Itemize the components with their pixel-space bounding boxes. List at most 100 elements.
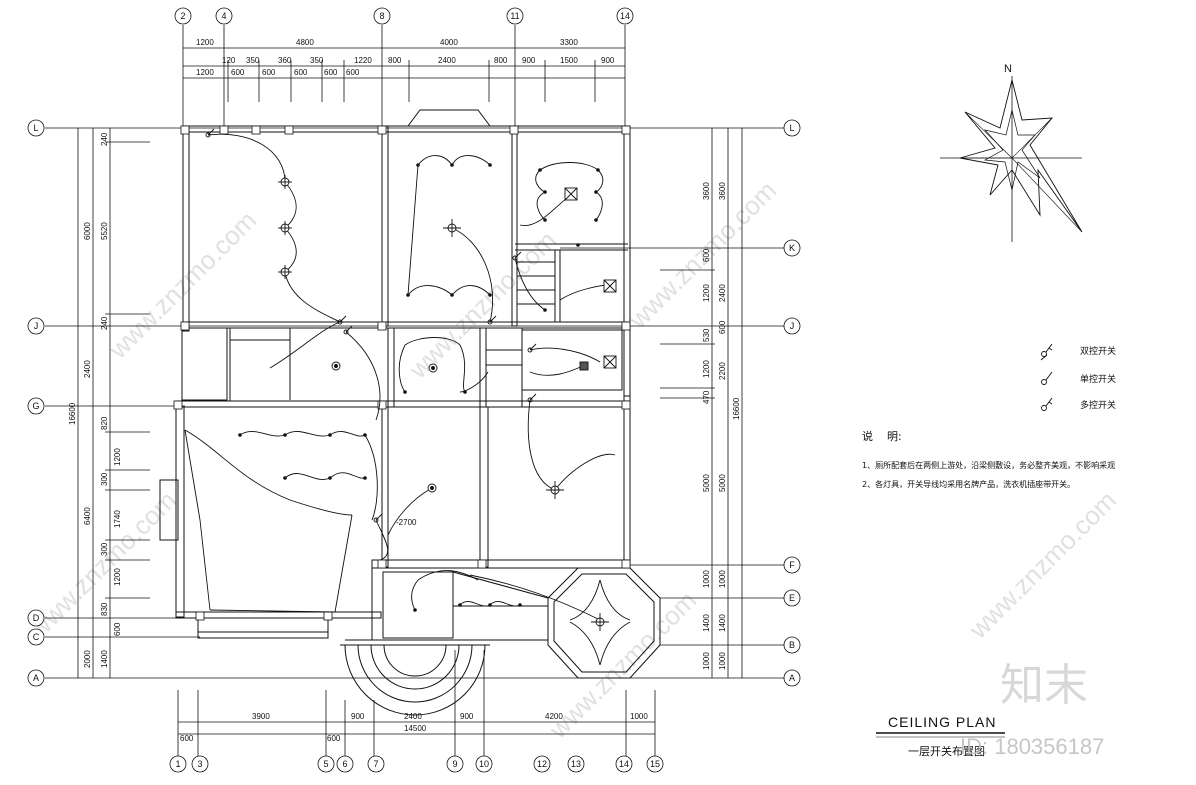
dim-bottom2-0: 600 <box>180 734 194 743</box>
grid-bottom-12: 12 <box>537 759 547 769</box>
dim-right-inner-4: 1200 <box>702 360 711 378</box>
dim-bottom1-2: 2400 <box>404 712 422 721</box>
dim-bottom1-0: 3900 <box>252 712 270 721</box>
grid-right-B: B <box>789 640 795 650</box>
elevation-note: -2700 <box>396 518 417 527</box>
grid-bottom-9: 9 <box>452 759 457 769</box>
floor-plan-walls <box>159 109 661 716</box>
grid-labels-left: L J G D C A <box>32 123 39 683</box>
grid-bubbles-left <box>27 119 45 687</box>
fixture-chandelier-5 <box>546 481 564 499</box>
legend-row-double: 双控开关 <box>1040 343 1116 361</box>
dim-left-outer-1: 2400 <box>83 360 92 378</box>
switch-symbol-4 <box>487 315 497 325</box>
grid-right-F: F <box>789 560 795 570</box>
grid-labels-bottom: 1 3 5 6 7 9 10 12 13 14 15 <box>175 759 660 769</box>
grid-bubbles-top <box>174 7 634 25</box>
grid-bottom-1: 1 <box>175 759 180 769</box>
grid-left-C: C <box>33 632 40 642</box>
dim-right-outer-1: 2400 <box>718 284 727 302</box>
watermark-site-4: www.znzmo.com <box>962 485 1122 645</box>
grid-right-K: K <box>789 243 795 253</box>
dim-top2-0: 120 <box>222 56 236 65</box>
dim-bottom1-5: 1000 <box>630 712 648 721</box>
dim-right-inner-6: 5000 <box>702 474 711 492</box>
dim-left-inner-7: 300 <box>100 542 109 556</box>
dim-left-inner-2: 240 <box>100 316 109 330</box>
exhaust-fan-1 <box>564 187 578 201</box>
grid-right-J: J <box>790 321 795 331</box>
wind-rose-outer <box>959 79 1083 233</box>
switch-symbol-2 <box>337 315 347 325</box>
title-chinese: 一层开关布置图 <box>908 744 985 758</box>
dim-right-inner-9: 1000 <box>702 652 711 670</box>
right-dimensions <box>660 128 743 678</box>
grid-bottom-14: 14 <box>619 759 629 769</box>
grid-right-A: A <box>789 673 795 683</box>
dim-top2-3: 350 <box>310 56 324 65</box>
dim-left-inner-8: 1200 <box>113 568 122 586</box>
dim-top2-1: 350 <box>246 56 260 65</box>
grid-labels-top: 2 4 8 11 14 <box>180 11 630 21</box>
notes: 说 明: 1、厕所配套后在两侧上游处，沿梁侧敷设，务必整齐美观，不影响采观 2、… <box>862 429 1115 489</box>
switch-symbol-1 <box>205 128 215 138</box>
fixture-dots <box>238 163 600 612</box>
north-arrow: N <box>940 63 1083 242</box>
dim-left-inner-6: 1740 <box>113 510 122 528</box>
dim-left-inner-0: 240 <box>100 132 109 146</box>
dim-right-inner-8: 1400 <box>702 614 711 632</box>
switch-symbol-3 <box>343 325 353 335</box>
fixture-chandelier-1 <box>278 175 292 189</box>
multi-switch-icon <box>1041 397 1053 411</box>
dim-bottom1-1: 900 <box>351 712 365 721</box>
dim-right-outer-6: 1000 <box>718 570 727 588</box>
dim-left-inner-3: 820 <box>100 416 109 430</box>
grid-top-8: 8 <box>379 11 384 21</box>
switch-symbol-6 <box>527 393 537 403</box>
dim-top3-5: 600 <box>346 68 360 77</box>
left-dimensions <box>77 128 150 678</box>
legend-label-double: 双控开关 <box>1080 345 1116 357</box>
grid-left-L: L <box>33 123 38 133</box>
exhaust-fan-3 <box>603 355 617 369</box>
grid-left-D: D <box>33 613 40 623</box>
right-dimension-labels: 3600 600 1200 530 1200 470 5000 1000 140… <box>702 182 741 670</box>
grid-right-L: L <box>789 123 794 133</box>
dim-right-inner-1: 600 <box>702 248 711 262</box>
fixture-small-square <box>579 361 589 371</box>
dim-bottom1-3: 900 <box>460 712 474 721</box>
dim-right-outer-3: 2200 <box>718 362 727 380</box>
fixture-chandelier-6 <box>591 613 609 631</box>
grid-bottom-3: 3 <box>197 759 202 769</box>
plan-switches <box>205 128 537 523</box>
dim-top1-2: 4000 <box>440 38 458 47</box>
dim-right-outer-0: 3600 <box>718 182 727 200</box>
grid-bottom-15: 15 <box>650 759 660 769</box>
left-dimension-labels: 6000 2400 6400 2000 16600 240 5520 240 8… <box>68 132 122 668</box>
dim-right-outer-4: 16600 <box>732 397 741 420</box>
dim-left-outer-2: 6400 <box>83 507 92 525</box>
watermark-site-6: www.znzmo.com <box>22 485 182 645</box>
grid-bottom-5: 5 <box>323 759 328 769</box>
dim-left-inner-1: 5520 <box>100 222 109 240</box>
title-block: CEILING PLAN 一层开关布置图 <box>876 714 1005 758</box>
single-switch-icon <box>1041 371 1053 385</box>
grid-bottom-6: 6 <box>342 759 347 769</box>
watermark-brand: 知末 <box>1000 660 1088 711</box>
dim-top3-1: 600 <box>231 68 245 77</box>
dim-top2-6: 2400 <box>438 56 456 65</box>
bottom-dimensions <box>177 650 656 760</box>
dim-right-inner-5: 470 <box>702 390 711 404</box>
note-1: 1、厕所配套后在两侧上游处，沿梁侧敷设，务必整齐美观，不影响采观 <box>862 460 1115 470</box>
dim-top2-10: 900 <box>601 56 615 65</box>
dim-right-inner-2: 1200 <box>702 284 711 302</box>
dim-top3-2: 600 <box>262 68 276 77</box>
window-markers <box>173 125 631 621</box>
dim-top2-4: 1220 <box>354 56 372 65</box>
top-dimension-labels: 1200 4800 4000 3300 120 350 360 350 1220… <box>196 38 615 77</box>
dim-left-inner-5: 300 <box>100 472 109 486</box>
dim-top3-4: 600 <box>324 68 338 77</box>
dim-left-outer-0: 6000 <box>83 222 92 240</box>
dim-top2-8: 900 <box>522 56 536 65</box>
